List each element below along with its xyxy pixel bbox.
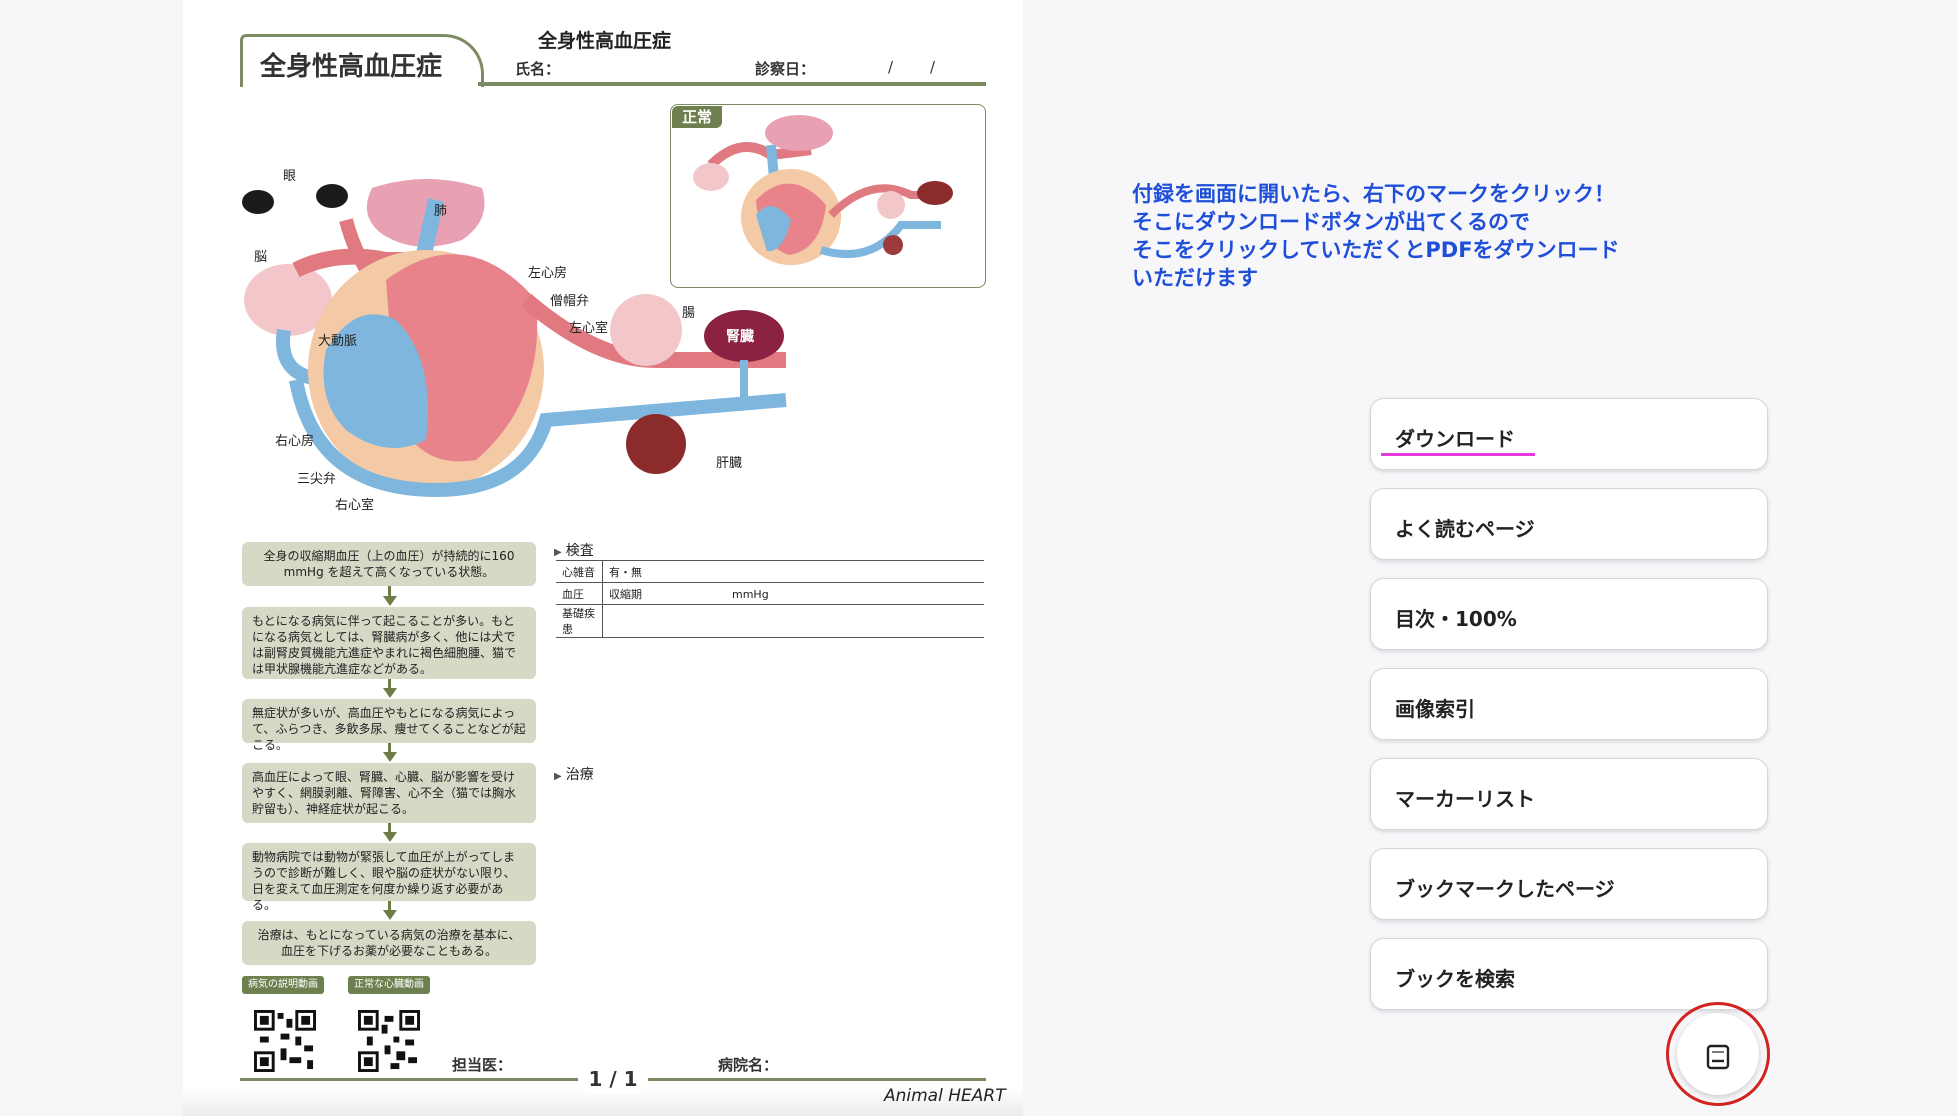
frequently-read-pages-button[interactable]: よく読むページ	[1370, 488, 1768, 560]
hospital-label: 病院名：	[718, 1056, 779, 1074]
brain-shape	[244, 264, 332, 336]
bookmarked-pages-button[interactable]: ブックマークしたページ	[1370, 848, 1768, 920]
document-title: 全身性高血圧症	[260, 52, 443, 82]
liver-shape	[626, 414, 686, 474]
circulation-illustration	[242, 179, 787, 498]
instruction-line: そこにダウンロードボタンが出てくるので	[1132, 210, 1530, 234]
header-rule	[478, 82, 986, 86]
normal-heart-figure	[670, 104, 986, 288]
exam-label: 検査	[565, 543, 594, 559]
flow-arrow-head	[383, 832, 397, 842]
flow-arrow	[388, 901, 391, 912]
label-eye: 眼	[283, 169, 297, 184]
qr-code-icon[interactable]	[358, 1010, 420, 1072]
label-mitral-valve: 僧帽弁	[550, 294, 590, 309]
label-left-ventricle: 左心室	[569, 321, 609, 336]
highlight-underline	[1381, 453, 1535, 456]
menu-label: 画像索引	[1395, 697, 1475, 721]
label-brain: 脳	[254, 250, 268, 265]
exam-value: 有・無	[602, 560, 984, 583]
exam-value	[602, 604, 984, 638]
exam-key: 基礎疾患	[556, 604, 603, 638]
search-book-button[interactable]: ブックを検索	[1370, 938, 1768, 1010]
flow-arrow-head	[383, 752, 397, 762]
menu-label: ブックを検索	[1395, 967, 1515, 991]
flow-step-2: もとになる病気に伴って起こることが多い。もとになる病気としては、腎臓病が多く、他…	[242, 607, 536, 679]
table-row: 心雑音 有・無	[556, 560, 984, 583]
flow-step-6: 治療は、もとになっている病気の治療を基本に、血圧を下げるお薬が必要なこともある。	[242, 921, 536, 965]
qr-code-icon[interactable]	[254, 1010, 316, 1072]
label-aorta: 大動脈	[318, 334, 358, 349]
qr-label-disease-video: 病気の説明動画	[242, 976, 324, 994]
flow-arrow-head	[383, 910, 397, 920]
marker-list-button[interactable]: マーカーリスト	[1370, 758, 1768, 830]
eye-left	[242, 190, 274, 214]
triangle-icon: ▶	[554, 771, 562, 782]
label-tricuspid-valve: 三尖弁	[297, 472, 337, 487]
label-kidney: 腎臓	[726, 329, 754, 345]
instruction-line: いただけます	[1132, 266, 1258, 290]
flow-arrow	[388, 743, 391, 754]
label-right-atrium: 右心房	[275, 434, 315, 449]
normal-heart-illustration	[693, 115, 953, 265]
flow-step-1: 全身の収縮期血圧（上の血圧）が持続的に160 mmHg を超えて高くなっている状…	[242, 542, 536, 586]
label-intestine: 腸	[682, 306, 696, 321]
kidney-shape	[704, 310, 784, 362]
left-margin	[0, 0, 183, 1116]
instruction-line: 付録を画面に開いたら、右下のマークをクリック！	[1132, 182, 1615, 206]
doctor-label: 担当医：	[452, 1056, 513, 1074]
menu-label: マーカーリスト	[1395, 787, 1535, 811]
menu-label: よく読むページ	[1395, 517, 1535, 541]
date-label: 診察日：	[755, 60, 816, 78]
flow-arrow	[388, 823, 391, 834]
label-right-ventricle: 右心室	[335, 498, 375, 513]
flow-arrow-head	[383, 688, 397, 698]
exam-key: 心雑音	[556, 560, 603, 583]
table-of-contents-button[interactable]: 目次・100%	[1370, 578, 1768, 650]
date-slash: /	[888, 58, 894, 76]
highlight-circle	[1666, 1002, 1770, 1106]
treatment-section-label: ▶治療	[554, 764, 594, 784]
treatment-label: 治療	[565, 767, 594, 783]
table-row: 基礎疾患	[556, 604, 984, 638]
date-slash: /	[930, 58, 936, 76]
intestine-shape	[610, 294, 682, 366]
exam-key: 血圧	[556, 582, 603, 605]
flow-arrow	[388, 679, 391, 690]
exam-section-label: ▶検査	[554, 540, 594, 560]
flow-step-5: 動物病院では動物が緊張して血圧が上がってしまうので診断が難しく、眼や脳の症状がな…	[242, 843, 536, 912]
qr-label-normal-heart-video: 正常な心臓動画	[348, 976, 430, 994]
eye-right	[316, 184, 348, 208]
instruction-text: 付録を画面に開いたら、右下のマークをクリック！ そこにダウンロードボタンが出てく…	[1132, 180, 1620, 292]
menu-label: ブックマークしたページ	[1395, 877, 1615, 901]
name-label: 氏名：	[515, 60, 561, 78]
download-button[interactable]: ダウンロード	[1370, 398, 1768, 470]
page-indicator: 1 / 1	[578, 1064, 648, 1094]
label-liver: 肝臓	[716, 456, 743, 471]
menu-label: 目次・100%	[1395, 607, 1517, 631]
flow-arrow	[388, 586, 391, 598]
label-left-atrium: 左心房	[528, 266, 568, 281]
flow-step-4: 高血圧によって眼、腎臓、心臓、脳が影響を受けやすく、網膜剥離、腎障害、心不全（猫…	[242, 763, 536, 823]
flow-arrow-head	[383, 596, 397, 606]
flow-step-3: 無症状が多いが、高血圧やもとになる病気によって、ふらつき、多飲多尿、痩せてくるこ…	[242, 699, 536, 752]
menu-label: ダウンロード	[1395, 427, 1515, 451]
header-title: 全身性高血圧症	[530, 26, 680, 53]
label-lung: 肺	[434, 204, 448, 219]
brand-logo: Animal HEART	[884, 1086, 1006, 1106]
image-index-button[interactable]: 画像索引	[1370, 668, 1768, 740]
normal-tag: 正常	[672, 106, 722, 128]
instruction-line: そこをクリックしていただくとPDFをダウンロード	[1132, 238, 1620, 262]
triangle-icon: ▶	[554, 547, 562, 558]
